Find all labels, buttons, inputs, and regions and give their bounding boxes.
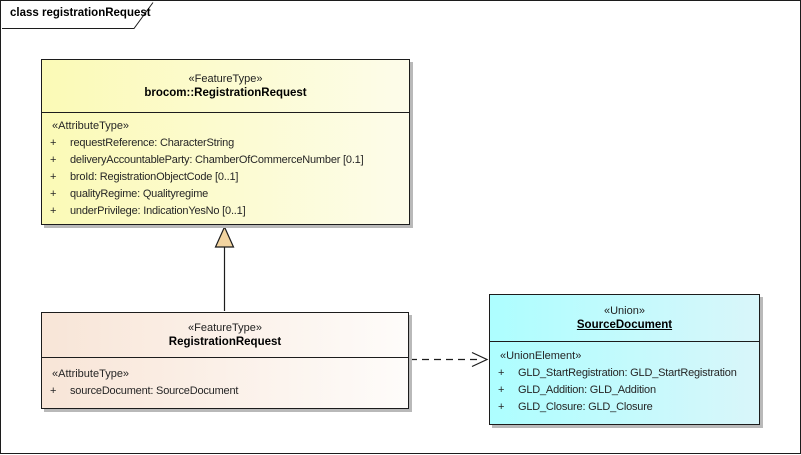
- class-header: «Union» SourceDocument: [490, 295, 759, 342]
- class-registration-request[interactable]: «FeatureType» RegistrationRequest «Attri…: [41, 312, 409, 409]
- visibility-marker: +: [50, 188, 57, 200]
- attribute-text: qualityRegime: Qualityregime: [70, 188, 209, 200]
- visibility-marker: +: [50, 205, 57, 217]
- class-header: «FeatureType» brocom::RegistrationReques…: [42, 60, 409, 113]
- attribute-text: underPrivilege: IndicationYesNo [0..1]: [70, 205, 246, 217]
- visibility-marker: +: [498, 367, 505, 379]
- attribute-text: sourceDocument: SourceDocument: [70, 385, 239, 397]
- class-name: brocom::RegistrationRequest: [144, 87, 307, 99]
- attribute-row: + underPrivilege: IndicationYesNo [0..1]: [42, 203, 409, 220]
- visibility-marker: +: [50, 154, 57, 166]
- attribute-text: requestReference: CharacterString: [70, 137, 234, 149]
- visibility-marker: +: [498, 401, 505, 413]
- compartment-stereotype: «UnionElement»: [500, 350, 582, 362]
- class-stereotype: «Union»: [604, 305, 645, 317]
- visibility-marker: +: [50, 171, 57, 183]
- attribute-row: + deliveryAccountableParty: ChamberOfCom…: [42, 152, 409, 169]
- class-brocom-registration-request[interactable]: «FeatureType» brocom::RegistrationReques…: [41, 59, 410, 225]
- class-name: SourceDocument: [576, 319, 673, 331]
- attribute-row: + qualityRegime: Qualityregime: [42, 186, 409, 203]
- attribute-text: GLD_StartRegistration: GLD_StartRegistra…: [518, 367, 737, 379]
- class-source-document[interactable]: «Union» SourceDocument «UnionElement» + …: [489, 294, 760, 425]
- compartment-stereotype: «AttributeType»: [52, 368, 130, 380]
- attribute-row: + sourceDocument: SourceDocument: [42, 383, 408, 400]
- generalization-connector[interactable]: [214, 225, 235, 311]
- attribute-compartment: «AttributeType» + sourceDocument: Source…: [42, 358, 408, 400]
- attribute-compartment: «UnionElement» + GLD_StartRegistration: …: [490, 342, 759, 416]
- attribute-row: + GLD_StartRegistration: GLD_StartRegist…: [490, 365, 759, 382]
- attribute-text: deliveryAccountableParty: ChamberOfComme…: [70, 154, 364, 166]
- attribute-row: + requestReference: CharacterString: [42, 135, 409, 152]
- attribute-text: GLD_Addition: GLD_Addition: [518, 384, 656, 396]
- attribute-text: GLD_Closure: GLD_Closure: [518, 401, 653, 413]
- class-name: RegistrationRequest: [168, 336, 282, 348]
- dependency-connector[interactable]: [410, 351, 489, 368]
- visibility-marker: +: [50, 385, 57, 397]
- attribute-row: + broId: RegistrationObjectCode [0..1]: [42, 169, 409, 186]
- attribute-row: + GLD_Closure: GLD_Closure: [490, 399, 759, 416]
- class-stereotype: «FeatureType»: [188, 73, 263, 85]
- attribute-text: broId: RegistrationObjectCode [0..1]: [70, 171, 239, 183]
- attribute-compartment: «AttributeType» + requestReference: Char…: [42, 113, 409, 220]
- diagram-title: class registrationRequest: [10, 7, 151, 19]
- dependency-arrowhead-icon: [471, 351, 489, 368]
- class-header: «FeatureType» RegistrationRequest: [42, 313, 408, 358]
- generalization-arrowhead-icon: [214, 225, 235, 248]
- attribute-row: + GLD_Addition: GLD_Addition: [490, 382, 759, 399]
- visibility-marker: +: [50, 137, 57, 149]
- compartment-stereotype: «AttributeType»: [52, 120, 130, 132]
- visibility-marker: +: [498, 384, 505, 396]
- class-stereotype: «FeatureType»: [188, 322, 262, 334]
